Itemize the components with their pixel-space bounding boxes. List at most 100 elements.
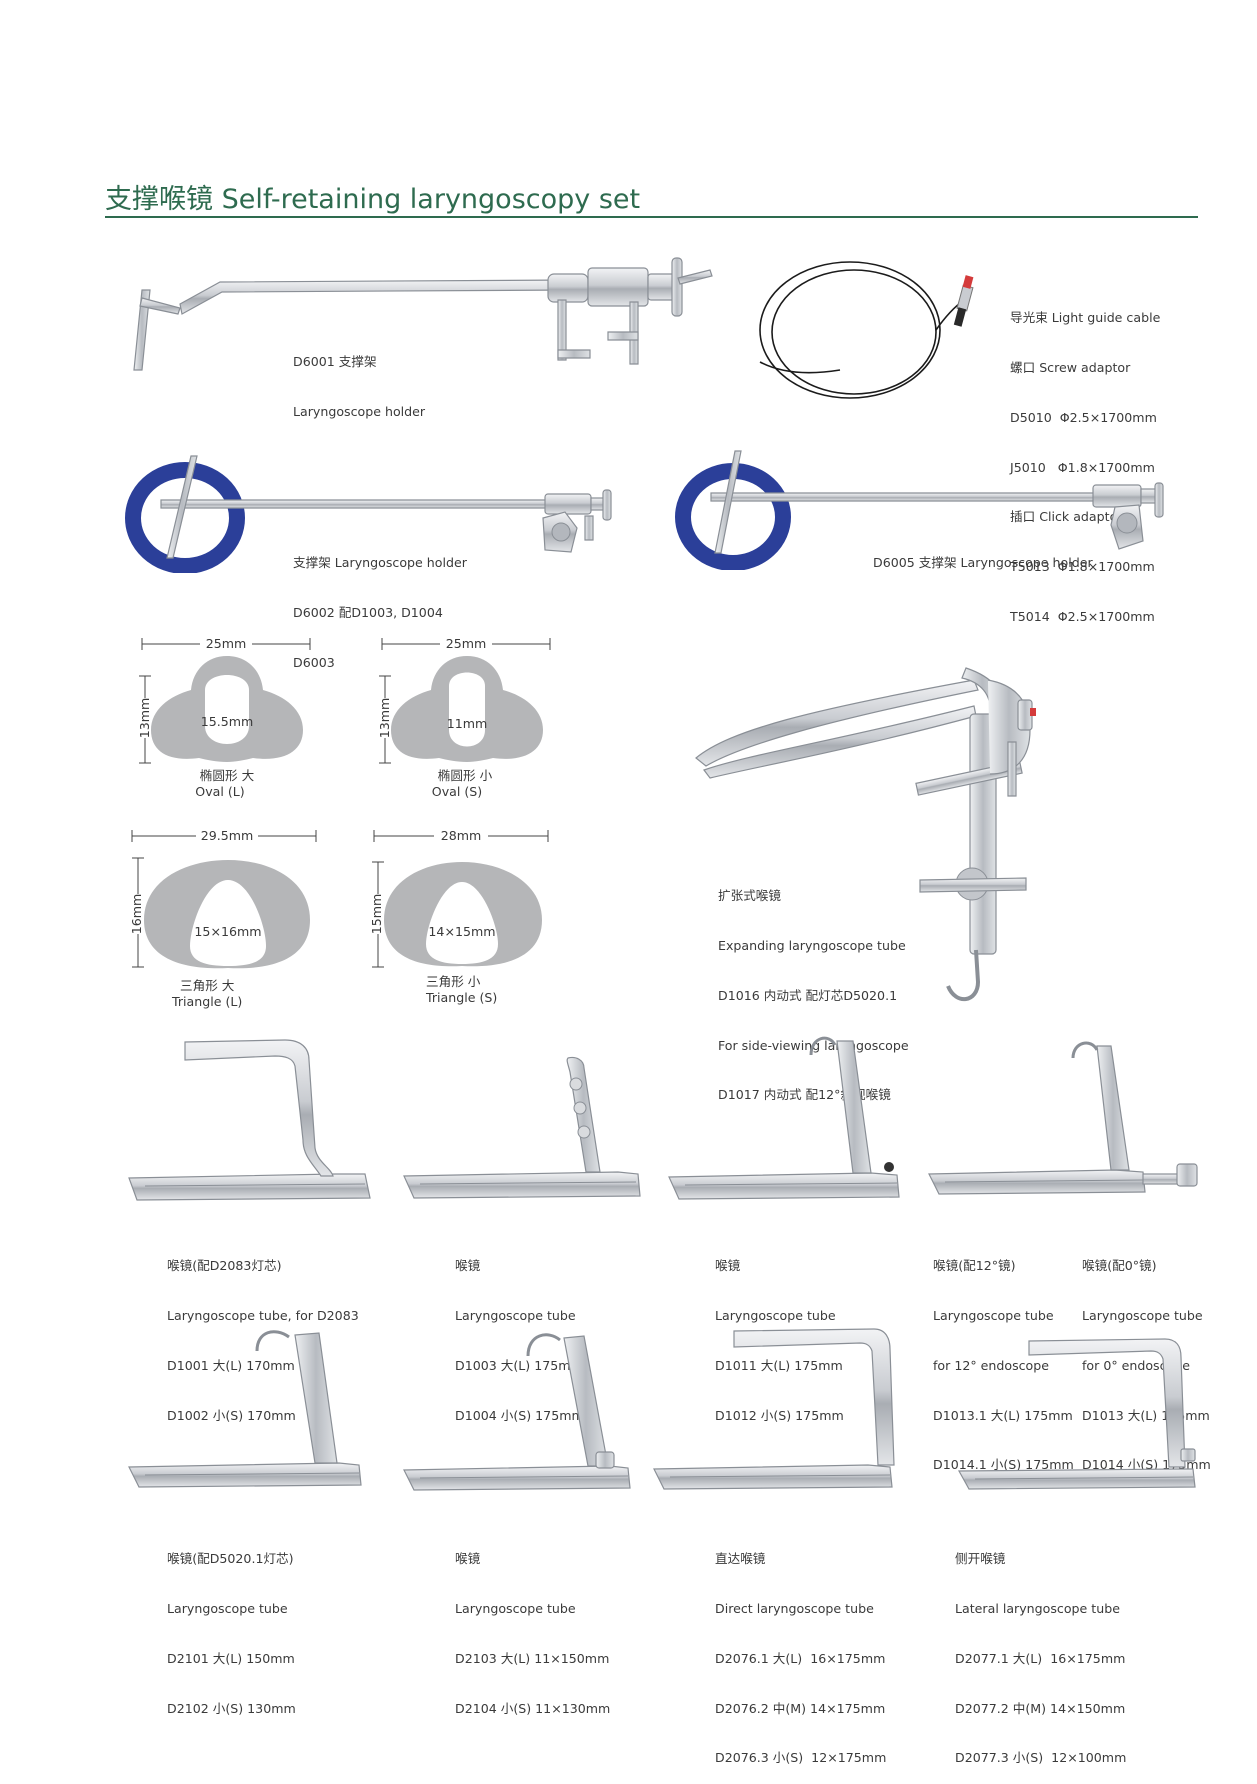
triangle-small-diagram: 28mm 15mm 14×15mm 三角形 小 Triangle (S) (368, 826, 549, 1005)
tube-line: Laryngoscope tube (1082, 1307, 1203, 1323)
tube-line: 侧开喉镜 (955, 1551, 1006, 1567)
d6005-caption: D6005 支撑架 Laryngoscope holder (873, 522, 1093, 588)
laryngoscope-tube-image (668, 1036, 900, 1200)
tube-d1011-caption: 喉镜 Laryngoscope tube D1011 大(L) 175mm D1… (715, 1225, 844, 1441)
tube-12deg-caption: 喉镜(配12°镜) Laryngoscope tube for 12° endo… (933, 1225, 1074, 1491)
tri-s-width: 28mm (441, 828, 482, 843)
tube-line: D2101 大(L) 150mm (167, 1650, 295, 1666)
laryngoscope-tube-image (653, 1328, 895, 1490)
lateral-caption: 侧开喉镜 Lateral laryngoscope tube D2077.1 大… (955, 1518, 1126, 1784)
tri-l-width: 29.5mm (201, 828, 254, 843)
tube-line: D1001 大(L) 170mm (167, 1357, 295, 1373)
expanding-line: Expanding laryngoscope tube (718, 937, 906, 953)
tube-line: 直达喉镜 (715, 1551, 766, 1567)
d6005-line: D6005 支撑架 Laryngoscope holder (873, 555, 1093, 571)
tube-line: 喉镜(配12°镜) (933, 1258, 1016, 1274)
tri-s-height: 15mm (369, 894, 384, 935)
laryngoscope-tube-image (128, 1039, 371, 1201)
tube-line: 喉镜(配0°镜) (1082, 1258, 1157, 1274)
tube-line: D1014.1 小(S) 175mm (933, 1457, 1074, 1473)
cable-line: T5014 Φ2.5×1700mm (1010, 608, 1155, 624)
tube-line: D1002 小(S) 170mm (167, 1407, 296, 1423)
ring-holder-image (675, 450, 1164, 570)
tube-line: D1004 小(S) 175mm (455, 1407, 584, 1423)
tube-line: 喉镜 (715, 1258, 741, 1274)
laryngoscope-tube-image (403, 1333, 631, 1491)
d6002-line: 支撑架 Laryngoscope holder (293, 555, 467, 571)
tube-line: Laryngoscope tube (933, 1307, 1054, 1323)
tri-l-name-cn: 三角形 大 (180, 978, 235, 993)
tube-line: D2077.3 小(S) 12×100mm (955, 1750, 1127, 1766)
tube-line: Laryngoscope tube (167, 1600, 288, 1616)
d6002-line: D6003 (293, 654, 335, 670)
tube-line: D2076.2 中(M) 14×175mm (715, 1700, 886, 1716)
expanding-line: D1016 内动式 配灯芯D5020.1 (718, 987, 898, 1003)
oval-s-width: 25mm (446, 636, 487, 651)
tube-line: for 12° endoscope (933, 1357, 1050, 1373)
tube-line: D2103 大(L) 11×150mm (455, 1650, 610, 1666)
triangle-large-diagram: 29.5mm 16mm 15×16mm 三角形 大 Triangle (L) (128, 826, 317, 1009)
d6001-caption: D6001 支撑架 Laryngoscope holder (293, 321, 425, 437)
tri-l-name-en: Triangle (L) (171, 994, 242, 1009)
d6001-line: D6001 支撑架 (293, 354, 377, 370)
tri-l-height: 16mm (129, 894, 144, 935)
tube-line: 喉镜(配D2083灯芯) (167, 1258, 282, 1274)
laryngoscope-holder-image (133, 257, 713, 371)
direct-caption: 直达喉镜 Direct laryngoscope tube D2076.1 大(… (715, 1518, 886, 1784)
tri-s-inner: 14×15mm (428, 924, 495, 939)
page-title: 支撑喉镜 Self-retaining laryngoscopy set (105, 184, 641, 215)
d6002-caption: 支撑架 Laryngoscope holder D6002 配D1003, D1… (293, 522, 467, 688)
oval-s-height: 13mm (377, 698, 392, 739)
expanding-caption: 扩张式喉镜 Expanding laryngoscope tube D1016 … (718, 855, 909, 1121)
d6002-line: D6002 配D1003, D1004 (293, 604, 443, 620)
oval-l-name-cn: 椭圆形 大 (200, 768, 255, 783)
cable-line: T5013 Φ1.8×1700mm (1010, 559, 1155, 575)
expanding-line: 扩张式喉镜 (718, 888, 781, 904)
oval-s-inner: 11mm (447, 716, 488, 731)
oval-s-name-en: Oval (S) (432, 784, 482, 799)
light-cable-image (759, 261, 974, 399)
tube-line: Laryngoscope tube (455, 1307, 576, 1323)
cable-line: 导光束 Light guide cable (1010, 310, 1161, 326)
tube-line: D1013.1 大(L) 175mm (933, 1407, 1073, 1423)
tube-line: Laryngoscope tube (715, 1307, 836, 1323)
tri-s-name-cn: 三角形 小 (426, 974, 481, 989)
laryngoscope-tube-image (128, 1330, 362, 1488)
tube-line: 喉镜 (455, 1258, 481, 1274)
oval-s-name-cn: 椭圆形 小 (438, 768, 493, 783)
expanding-laryngoscope-image (695, 667, 1036, 1001)
tri-s-name-en: Triangle (S) (425, 990, 497, 1005)
tube-line: Laryngoscope tube (455, 1600, 576, 1616)
tube-line: Laryngoscope tube, for D2083 (167, 1307, 359, 1323)
d6001-line: Laryngoscope holder (293, 403, 426, 419)
tube-line: D2077.1 大(L) 16×175mm (955, 1650, 1126, 1666)
tube-d2083-caption: 喉镜(配D2083灯芯) Laryngoscope tube, for D208… (167, 1225, 359, 1441)
cable-line: J5010 Φ1.8×1700mm (1010, 459, 1155, 475)
tube-line: D2077.2 中(M) 14×150mm (955, 1700, 1126, 1716)
tube-line: 喉镜 (455, 1551, 481, 1567)
tube-line: Direct laryngoscope tube (715, 1600, 874, 1616)
laryngoscope-tube-image (403, 1056, 641, 1199)
cable-line: 螺口 Screw adaptor (1010, 359, 1131, 375)
tube-line: D2102 小(S) 130mm (167, 1700, 296, 1716)
oval-large-diagram: 25mm 13mm 15.5mm 椭圆形 大 Oval (L) (137, 634, 311, 799)
tube-line: Lateral laryngoscope tube (955, 1600, 1120, 1616)
tube-line: D2104 小(S) 11×130mm (455, 1700, 611, 1716)
oval-l-name-en: Oval (L) (195, 784, 244, 799)
tube-d2103-caption: 喉镜 Laryngoscope tube D2103 大(L) 11×150mm… (455, 1518, 610, 1734)
title-divider (105, 216, 1198, 218)
oval-l-width: 25mm (206, 636, 247, 651)
oval-l-inner: 15.5mm (201, 714, 254, 729)
oval-l-height: 13mm (137, 698, 152, 739)
tube-line: D2076.1 大(L) 16×175mm (715, 1650, 886, 1666)
tube-line: D1011 大(L) 175mm (715, 1357, 843, 1373)
laryngoscope-tube-image (928, 1041, 1198, 1195)
tri-l-inner: 15×16mm (194, 924, 261, 939)
tube-d5020-caption: 喉镜(配D5020.1灯芯) Laryngoscope tube D2101 大… (167, 1518, 296, 1734)
tube-line: D2076.3 小(S) 12×175mm (715, 1750, 887, 1766)
cable-line: 插口 Click adaptor (1010, 509, 1123, 525)
laryngoscope-tube-image (957, 1338, 1196, 1490)
tube-line: 喉镜(配D5020.1灯芯) (167, 1551, 294, 1567)
cable-line: D5010 Φ2.5×1700mm (1010, 409, 1157, 425)
cable-caption: 导光束 Light guide cable 螺口 Screw adaptor D… (1010, 277, 1160, 642)
